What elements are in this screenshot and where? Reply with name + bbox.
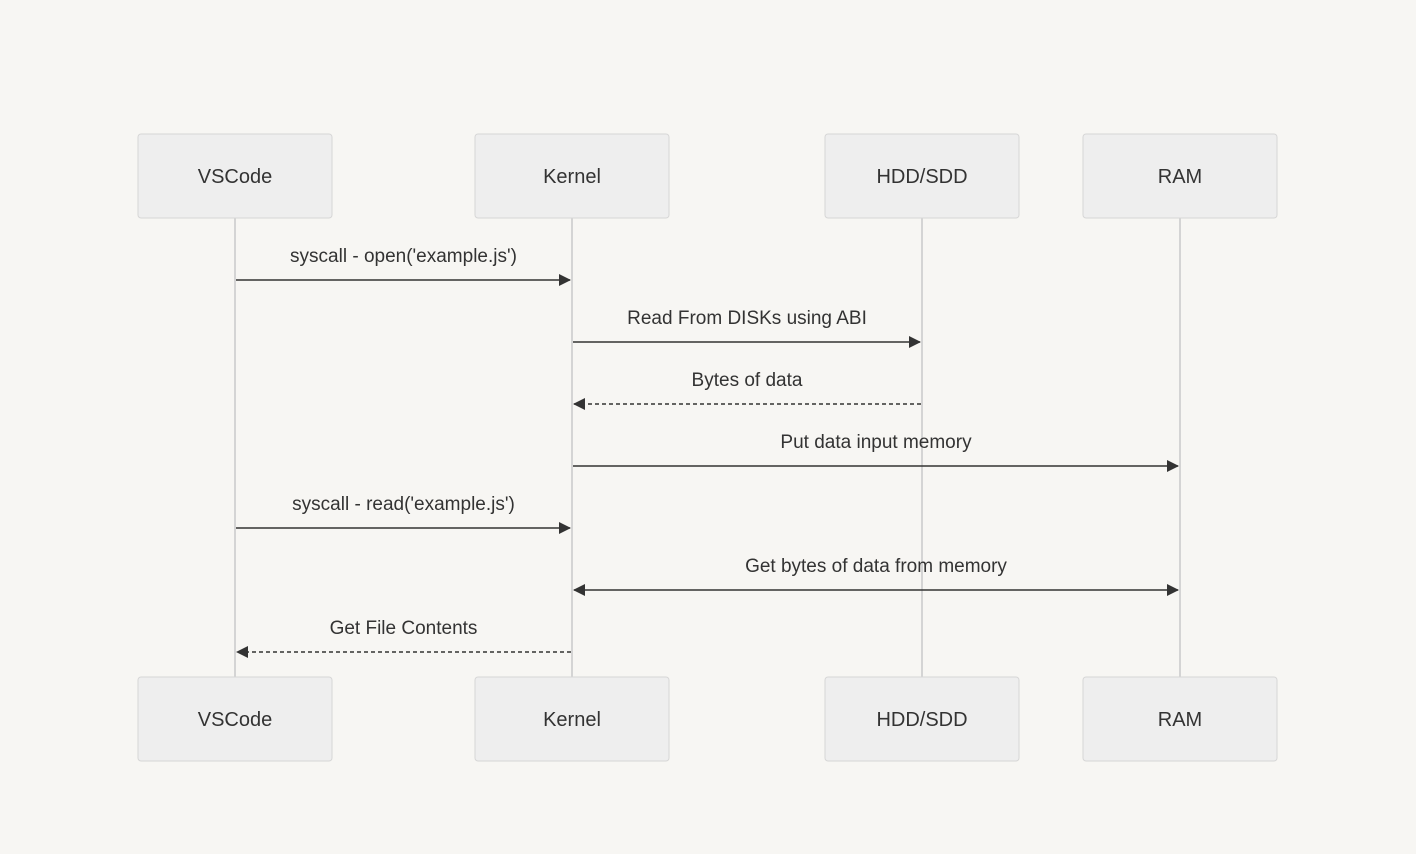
message-label: Bytes of data bbox=[692, 370, 803, 391]
lifelines bbox=[234, 218, 1181, 677]
participant-box bbox=[474, 133, 670, 219]
participant-ram-top: RAM bbox=[1082, 133, 1278, 219]
participant-disk-top: HDD/SDD bbox=[824, 133, 1020, 219]
participant-label: Kernel bbox=[543, 709, 601, 731]
participant-box bbox=[137, 676, 333, 762]
participant-label: RAM bbox=[1158, 166, 1202, 188]
message-label: Read From DISKs using ABI bbox=[627, 308, 867, 329]
message-4: Put data input memory bbox=[573, 432, 1179, 472]
participant-box bbox=[1082, 133, 1278, 219]
message-5: syscall - read('example.js') bbox=[236, 494, 571, 534]
participant-box bbox=[137, 133, 333, 219]
participants: VSCodeVSCodeKernelKernelHDD/SDDHDD/SDDRA… bbox=[137, 133, 1278, 762]
participant-box bbox=[824, 133, 1020, 219]
participant-kernel-bottom: Kernel bbox=[474, 676, 670, 762]
participant-label: VSCode bbox=[198, 166, 273, 188]
message-2: Read From DISKs using ABI bbox=[573, 308, 921, 348]
participant-kernel-top: Kernel bbox=[474, 133, 670, 219]
participant-vscode-top: VSCode bbox=[137, 133, 333, 219]
message-7: Get File Contents bbox=[236, 618, 571, 658]
message-label: Get bytes of data from memory bbox=[745, 556, 1007, 577]
message-6: Get bytes of data from memory bbox=[573, 556, 1179, 596]
message-3: Bytes of data bbox=[573, 370, 921, 410]
participant-disk-bottom: HDD/SDD bbox=[824, 676, 1020, 762]
participant-box bbox=[474, 676, 670, 762]
messages: syscall - open('example.js') Read From DI… bbox=[236, 246, 1179, 658]
message-label: syscall - read('example.js') bbox=[292, 494, 515, 515]
message-label: Put data input memory bbox=[780, 432, 972, 453]
message-label: Get File Contents bbox=[330, 618, 478, 639]
participant-label: HDD/SDD bbox=[876, 166, 967, 188]
participant-label: VSCode bbox=[198, 709, 273, 731]
participant-box bbox=[1082, 676, 1278, 762]
participant-ram-bottom: RAM bbox=[1082, 676, 1278, 762]
participant-vscode-bottom: VSCode bbox=[137, 676, 333, 762]
participant-label: HDD/SDD bbox=[876, 709, 967, 731]
message-label: syscall - open('example.js') bbox=[290, 246, 517, 267]
message-1: syscall - open('example.js') bbox=[236, 246, 571, 286]
participant-label: Kernel bbox=[543, 166, 601, 188]
participant-box bbox=[824, 676, 1020, 762]
participant-label: RAM bbox=[1158, 709, 1202, 731]
